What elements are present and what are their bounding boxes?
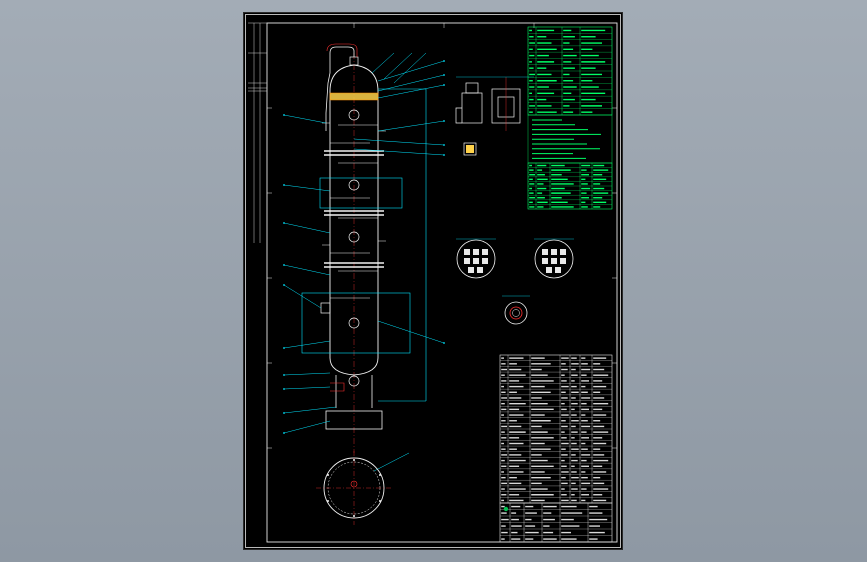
nozzle-detail bbox=[455, 76, 534, 156]
technical-requirements bbox=[527, 114, 613, 164]
grid-plate-b bbox=[534, 238, 574, 279]
base-ring bbox=[325, 410, 383, 430]
cad-drawing bbox=[245, 14, 621, 548]
leaders bbox=[283, 52, 445, 472]
zone-ticks bbox=[267, 23, 617, 449]
outlet-pipe bbox=[330, 382, 345, 392]
vapour-pipe bbox=[325, 46, 355, 131]
plan-view bbox=[316, 451, 392, 525]
title-block bbox=[499, 502, 613, 543]
parts-list bbox=[499, 354, 613, 504]
grid-plate-a bbox=[456, 238, 496, 279]
column-shell bbox=[329, 64, 379, 376]
outer-frame bbox=[245, 14, 621, 548]
trays bbox=[330, 124, 378, 299]
company-logo-icon bbox=[503, 506, 509, 512]
flanges bbox=[324, 150, 384, 268]
feed-nozzle bbox=[320, 302, 331, 314]
insulation-outline bbox=[301, 88, 427, 402]
leader-dots bbox=[283, 60, 445, 434]
manway-section bbox=[502, 295, 530, 325]
inner-frame bbox=[266, 22, 618, 543]
drawing-sheet bbox=[243, 12, 623, 550]
demister-pad bbox=[330, 93, 378, 100]
column-elevation bbox=[301, 43, 427, 453]
binding-strip bbox=[248, 22, 267, 243]
skirt bbox=[335, 375, 373, 408]
nozzle-table bbox=[527, 162, 613, 210]
manway-set bbox=[348, 109, 360, 329]
technical-data-table bbox=[527, 26, 613, 116]
